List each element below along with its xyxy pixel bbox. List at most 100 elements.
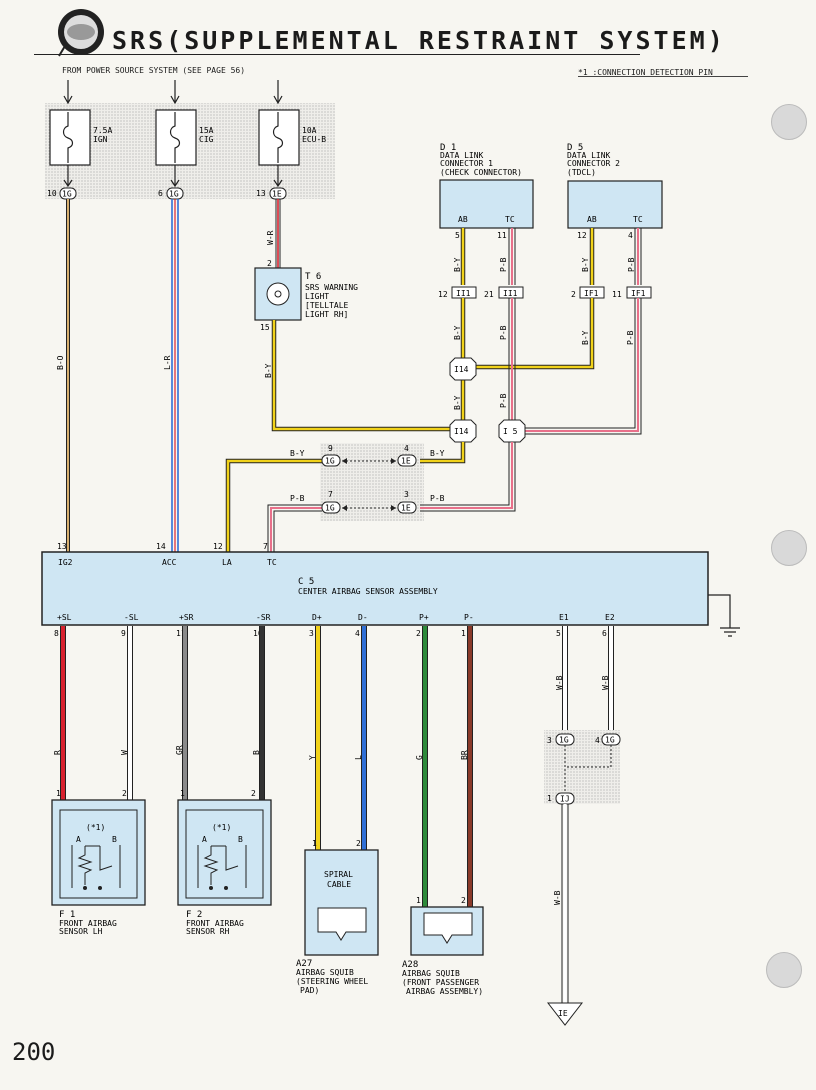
c5-bottom-name-2: +SR — [179, 613, 194, 622]
c5-bottom-name-5: D- — [358, 613, 368, 622]
d5-label3: (TDCL) — [567, 168, 596, 177]
c5-top-name-0: IG2 — [58, 558, 73, 567]
wire-by-to-la — [225, 442, 466, 552]
f2-id: F 2 — [186, 910, 202, 920]
title-rule — [34, 54, 640, 55]
if1-b-conn: IF1 — [631, 289, 646, 298]
f2-label2: SENSOR RH — [186, 927, 230, 936]
f1-switch-icon — [71, 845, 121, 888]
c5-top-name-2: LA — [222, 558, 232, 567]
i14-upper-label: I14 — [454, 365, 469, 374]
d5-pin-ab: AB — [587, 215, 597, 224]
j-by-label-left: B-Y — [290, 449, 305, 458]
d5-label2: CONNECTOR 2 — [567, 159, 620, 168]
c5-bottom-num-6: 2 — [416, 629, 421, 638]
wire-w-r — [275, 199, 281, 268]
c5-bottom-name-1: -SL — [124, 613, 139, 622]
t6-label4: LIGHT RH] — [305, 310, 348, 319]
fuse-ign — [49, 109, 91, 166]
ground-symbol-icon — [546, 1002, 584, 1026]
a28-p1: 1 — [416, 896, 421, 905]
wire-label-5: L — [354, 755, 363, 760]
c5-top-num-3: 7 — [263, 542, 268, 551]
c5-bottom-num-5: 4 — [355, 629, 360, 638]
wire-b-o-label: B-O — [56, 355, 65, 370]
a27-id: A27 — [296, 959, 312, 969]
wire-t6-by — [271, 320, 450, 432]
a27-label3: PAD) — [300, 986, 319, 995]
d5-id: D 5 — [567, 143, 583, 153]
c5-bottom-num-9: 6 — [602, 629, 607, 638]
f1-id: F 1 — [59, 910, 75, 920]
junction-row: 12 II1 21 II1 2 IF1 11 IF1 — [438, 286, 652, 299]
a28-p2: 2 — [461, 896, 466, 905]
i14-lower-label: I14 — [454, 427, 469, 436]
wire-label-4: Y — [308, 755, 317, 760]
t6-id: T 6 — [305, 272, 321, 282]
d1-pin-tc: TC — [505, 215, 515, 224]
j1g7-pin: 7 — [328, 490, 333, 499]
f1-p1: 1 — [56, 789, 61, 798]
gjj-pin: 1 — [547, 794, 552, 803]
a28-id: A28 — [402, 960, 418, 970]
wire-pb-to-tc — [267, 442, 516, 552]
fuse-ecub-conn: 1E — [272, 190, 282, 199]
wire-pb-trunk — [508, 298, 642, 435]
f1-b: B — [112, 835, 117, 844]
fuse-ecub-amp: 10A — [302, 126, 317, 135]
d5-label1: DATA LINK — [567, 151, 611, 160]
wire-d5-ab-label: B-Y — [581, 257, 590, 272]
wire-t6-by-label: B-Y — [264, 363, 273, 378]
fuse-ign-amp: 7.5A — [93, 126, 112, 135]
wire-l-r — [171, 199, 179, 552]
t6-pin-top: 2 — [267, 259, 272, 268]
t6-label1: SRS WARNING — [305, 283, 358, 292]
wire-w-r-label: W-R — [266, 230, 275, 245]
wire-label-3: B — [252, 750, 261, 755]
f1-note: (*1) — [86, 823, 105, 832]
wire-label-7: BR — [460, 750, 469, 760]
c5-top-num-1: 14 — [156, 542, 166, 551]
f1-label2: SENSOR LH — [59, 927, 103, 936]
ground-point-label: IE — [558, 1009, 568, 1018]
c5-bottom-name-8: E1 — [559, 613, 569, 622]
wire-d1-tc — [508, 228, 516, 285]
d5-n-tc: 4 — [628, 231, 633, 240]
c5-top-name-3: TC — [267, 558, 277, 567]
gjj-conn: IJ — [560, 795, 570, 804]
f1-box — [51, 799, 146, 906]
a28-label3: AIRBAG ASSEMBLY) — [406, 987, 483, 996]
f2-a: A — [202, 835, 207, 844]
j1e3-conn: 1E — [401, 504, 411, 513]
t6-label2: LIGHT — [305, 292, 329, 301]
a27-p2: 2 — [356, 839, 361, 848]
a27-squib-icon — [317, 907, 367, 941]
f2-switch-icon — [197, 845, 247, 888]
wire-label-1: W — [120, 750, 129, 755]
wire-d5-tc — [634, 228, 642, 285]
gj3-pin: 3 — [547, 736, 552, 745]
ground-wire-label: W-B — [553, 890, 562, 905]
wire-d1-tc-label: P-B — [499, 257, 508, 272]
ii1-a-pin: 12 — [438, 290, 448, 299]
d1-id: D 1 — [440, 143, 456, 153]
page-number: 200 — [12, 1038, 56, 1066]
c5-label: CENTER AIRBAG SENSOR ASSEMBLY — [298, 587, 438, 596]
f1-label1: FRONT AIRBAG — [59, 919, 117, 928]
c5-bottom-num-8: 5 — [556, 629, 561, 638]
f1-a: A — [76, 835, 81, 844]
fuse-ign-conn: 1G — [62, 190, 72, 199]
if1-a-pin: 2 — [571, 290, 576, 299]
d1-pin-ab: AB — [458, 215, 468, 224]
j1e3-pin: 3 — [404, 490, 409, 499]
a28-label2: (FRONT PASSENGER — [402, 978, 479, 987]
binder-hole-middle — [771, 530, 807, 566]
c5-bottom-name-9: E2 — [605, 613, 615, 622]
wire-label-8: W-B — [555, 675, 564, 690]
c5-bottom-num-7: 1 — [461, 629, 466, 638]
j1g9-conn: 1G — [325, 457, 335, 466]
c5-bottom-name-7: P- — [464, 613, 474, 622]
j1g9-pin: 9 — [328, 444, 333, 453]
f2-p1: 1 — [180, 789, 185, 798]
fuse-ign-name: IGN — [93, 135, 108, 144]
